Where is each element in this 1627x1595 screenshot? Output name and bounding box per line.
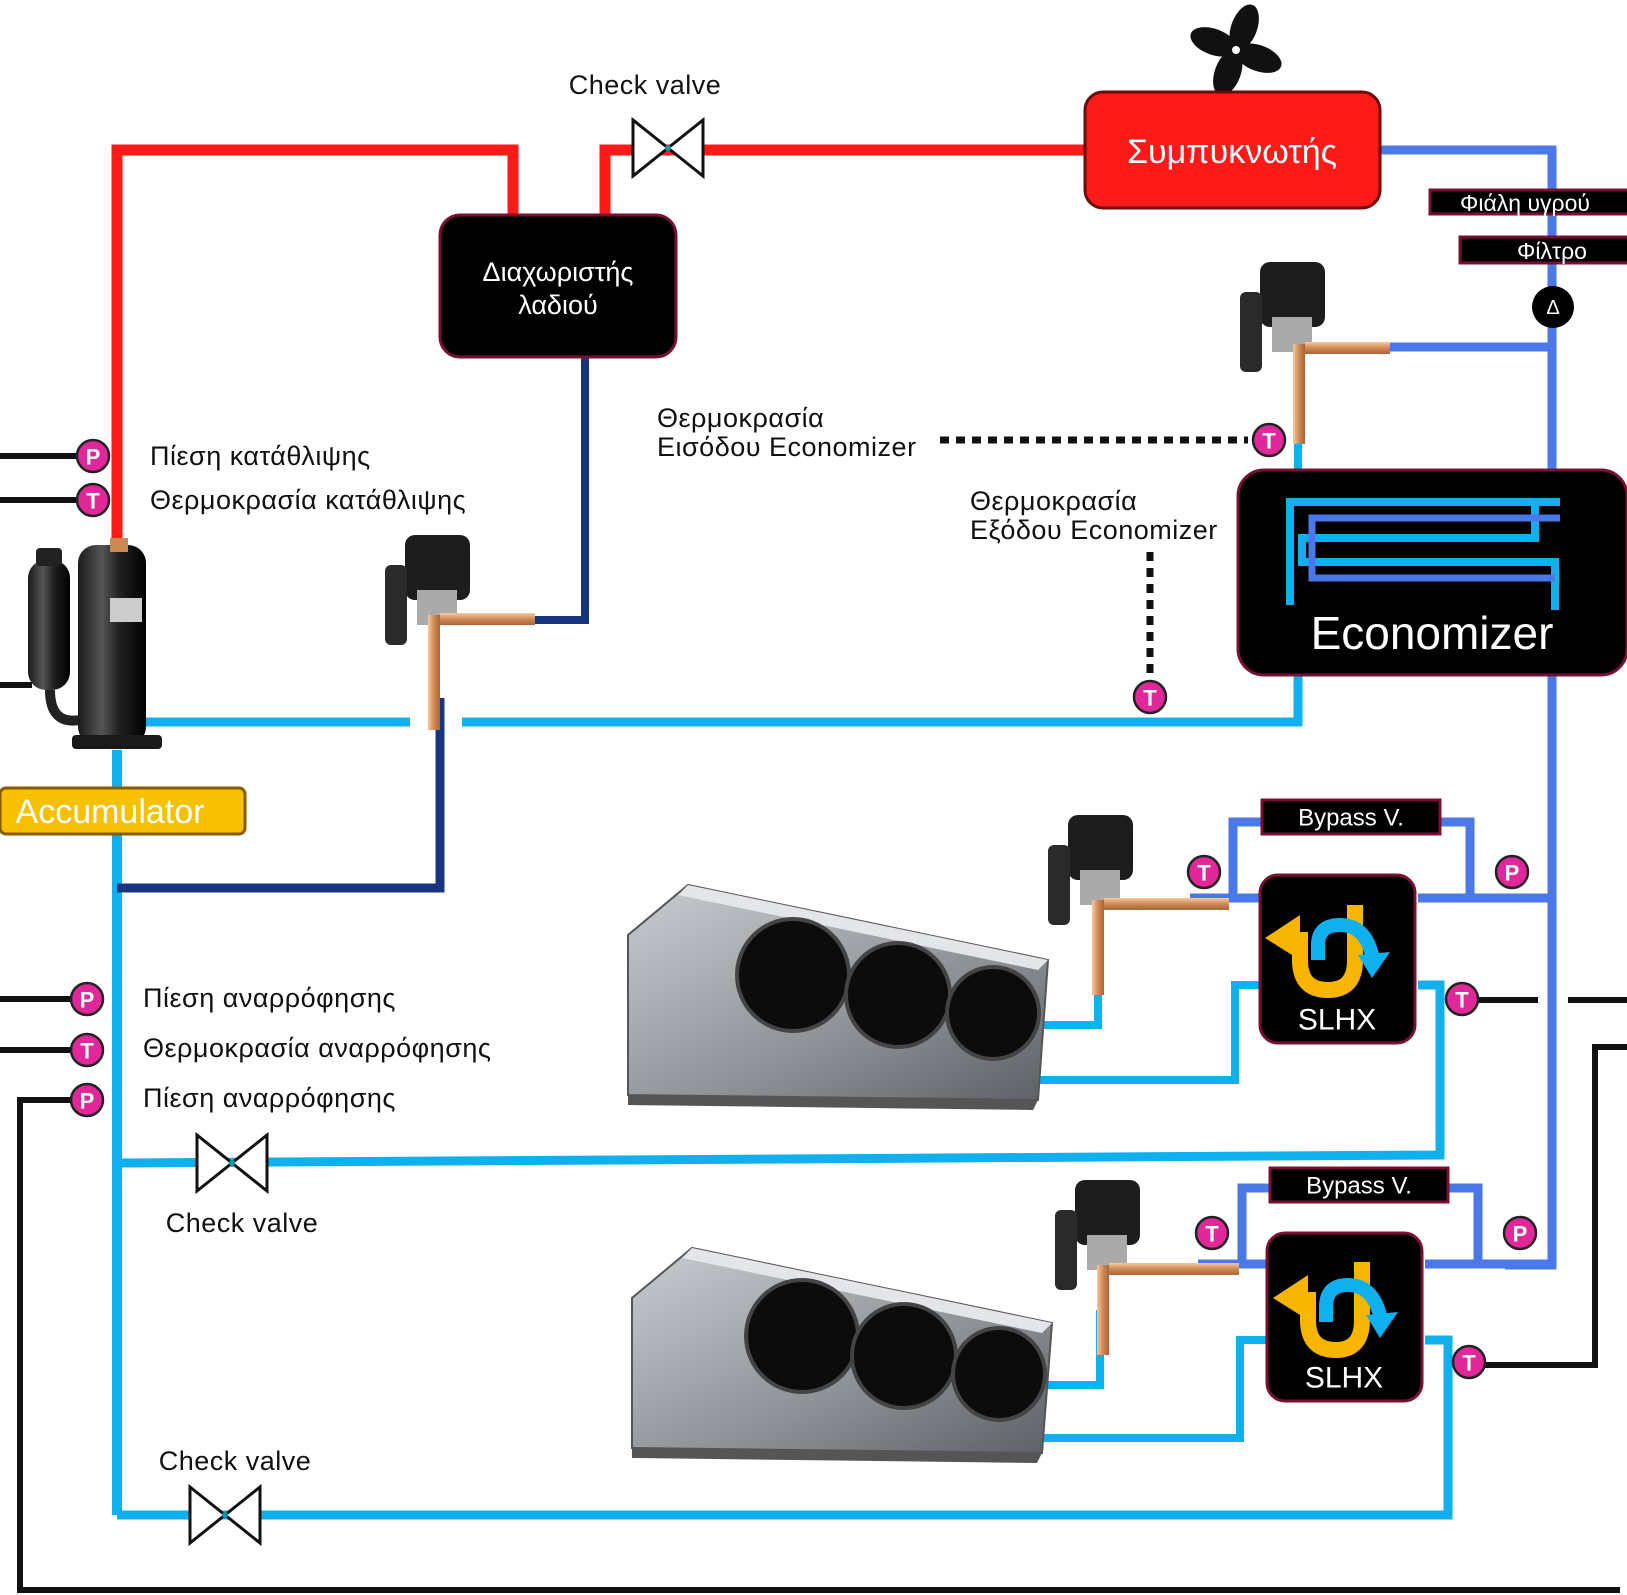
- slhx-1-label: SLHX: [1298, 1004, 1376, 1037]
- filter-symbol: Δ: [1546, 297, 1559, 319]
- temperature-sensor-econ-in: T: [1253, 424, 1285, 456]
- sensor-letter: T: [1205, 1222, 1219, 1247]
- temperature-sensor-slhx2-out: T: [1453, 1346, 1485, 1378]
- compressor-icon: [28, 538, 162, 749]
- evaporator-unit-icon: [632, 1248, 1052, 1463]
- bypass-1-label: Bypass V.: [1298, 805, 1404, 832]
- temperature-sensor-evap2-in: T: [1196, 1217, 1228, 1249]
- suction-line-economizer-out: [462, 675, 1298, 722]
- sensor-letter: T: [1455, 988, 1469, 1013]
- slhx-2-label: SLHX: [1305, 1362, 1383, 1395]
- oil-separator: Διαχωριστής λαδιού: [440, 215, 676, 357]
- condenser: Συμπυκνωτής: [1085, 92, 1380, 208]
- temperature-sensor-slhx1-out: T: [1446, 983, 1478, 1015]
- temperature-sensor-evap1-in: T: [1188, 856, 1220, 888]
- accumulator: Accumulator: [0, 788, 245, 834]
- evaporator-unit-icon: [628, 885, 1048, 1110]
- bypass-2-label: Bypass V.: [1306, 1173, 1412, 1200]
- discharge-pressure-label: Πίεση κατάθλιψης: [150, 441, 371, 471]
- bypass-valve-2: Bypass V.: [1270, 1168, 1448, 1202]
- filter-drier-symbol: Δ: [1532, 286, 1574, 328]
- slhx-1: SLHX: [1260, 875, 1415, 1043]
- expansion-valve-icon: [1048, 815, 1229, 995]
- sensor-letter: T: [86, 489, 100, 514]
- pressure-sensor-slhx1: P: [1496, 856, 1528, 888]
- expansion-valve-icon: [385, 535, 535, 730]
- oil-return-separator-to-valve: [530, 355, 585, 620]
- check-valve-top-label: Check valve: [569, 70, 722, 100]
- sensor-letter: T: [1462, 1351, 1476, 1376]
- pressure-sensor-suction-1: P: [71, 983, 103, 1015]
- expansion-valve-icon: [1055, 1180, 1239, 1355]
- check-valve-icon: [190, 1487, 260, 1543]
- accumulator-label: Accumulator: [16, 793, 205, 831]
- suction-pressure-2-label: Πίεση αναρρόφησης: [143, 1083, 396, 1113]
- oil-separator-label-1: Διαχωριστής: [483, 257, 634, 287]
- filter-label: Φίλτρο: [1517, 238, 1587, 264]
- receiver-label: Φιάλη υγρού: [1460, 190, 1590, 216]
- filter-tag: Φίλτρο: [1460, 237, 1627, 264]
- pressure-sensor-slhx2: P: [1504, 1217, 1536, 1249]
- sensor-letter: P: [80, 988, 95, 1013]
- econ-in-temp-label-2: Εισόδου Economizer: [657, 432, 917, 462]
- check-valve-mid-label: Check valve: [166, 1208, 319, 1238]
- economizer-label: Economizer: [1311, 607, 1554, 659]
- discharge-temperature-label: Θερμοκρασία κατάθλιψης: [150, 485, 466, 515]
- sensor-letter: T: [1262, 429, 1276, 454]
- sensor-letter: T: [80, 1039, 94, 1064]
- oil-separator-label-2: λαδιού: [518, 290, 598, 320]
- fan-icon: [1186, 0, 1285, 99]
- receiver-tag: Φιάλη υγρού: [1430, 190, 1627, 216]
- econ-in-temp-label-1: Θερμοκρασία: [657, 403, 824, 433]
- pressure-sensor-discharge: P: [77, 440, 109, 472]
- temperature-sensor-discharge: T: [77, 484, 109, 516]
- sensor-letter: P: [86, 445, 101, 470]
- economizer: Economizer: [1238, 470, 1627, 675]
- slhx-2: SLHX: [1267, 1233, 1422, 1401]
- check-valve-icon: [633, 120, 703, 176]
- condenser-label: Συμπυκνωτής: [1127, 133, 1337, 171]
- evap1-out-to-slhx1: [1035, 985, 1262, 1080]
- temperature-sensor-suction: T: [71, 1034, 103, 1066]
- sensor-letter: P: [80, 1089, 95, 1114]
- discharge-line-separator-to-condenser: [605, 150, 1090, 220]
- liquid-line-main: [1380, 150, 1552, 1265]
- sensor-letter: T: [1143, 686, 1157, 711]
- sensor-letter: P: [1505, 861, 1520, 886]
- bypass-valve-1: Bypass V.: [1262, 800, 1440, 834]
- check-valve-icon: [197, 1135, 267, 1191]
- econ-out-temp-label-1: Θερμοκρασία: [970, 486, 1137, 516]
- suction-temperature-label: Θερμοκρασία αναρρόφησης: [143, 1033, 491, 1063]
- expansion-valve-icon: [1240, 262, 1390, 444]
- sensor-letter: P: [1513, 1222, 1528, 1247]
- pressure-sensor-suction-2: P: [71, 1084, 103, 1116]
- econ-out-temp-label-2: Εξόδου Economizer: [970, 515, 1218, 545]
- temperature-sensor-econ-out: T: [1134, 681, 1166, 713]
- suction-pressure-1-label: Πίεση αναρρόφησης: [143, 983, 396, 1013]
- check-valve-bottom-label: Check valve: [159, 1446, 312, 1476]
- sensor-letter: T: [1197, 861, 1211, 886]
